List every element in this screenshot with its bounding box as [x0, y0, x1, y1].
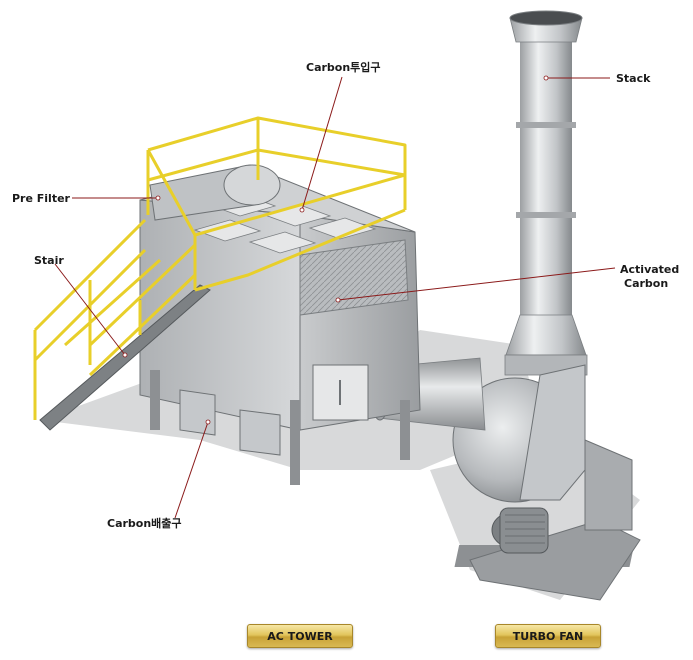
- caption-ac-tower: AC TOWER: [247, 624, 353, 648]
- label-stair: Stair: [34, 254, 64, 267]
- label-activated-carbon-line1: Activated: [620, 263, 680, 276]
- turbo-fan: [452, 364, 641, 601]
- stack: [504, 10, 588, 376]
- label-stack: Stack: [616, 72, 651, 85]
- label-carbon-outlet: Carbon배출구: [107, 517, 182, 530]
- ac-tower: [39, 164, 421, 485]
- label-activated-carbon-line2: Carbon: [624, 277, 669, 290]
- railing: [33, 116, 407, 420]
- leader-lines: [54, 76, 616, 519]
- caption-turbo-fan: TURBO FAN: [495, 624, 601, 648]
- label-carbon-inlet: Carbon투입구: [306, 61, 381, 74]
- label-pre-filter: Pre Filter: [12, 192, 70, 205]
- leader-dots: [122, 75, 549, 425]
